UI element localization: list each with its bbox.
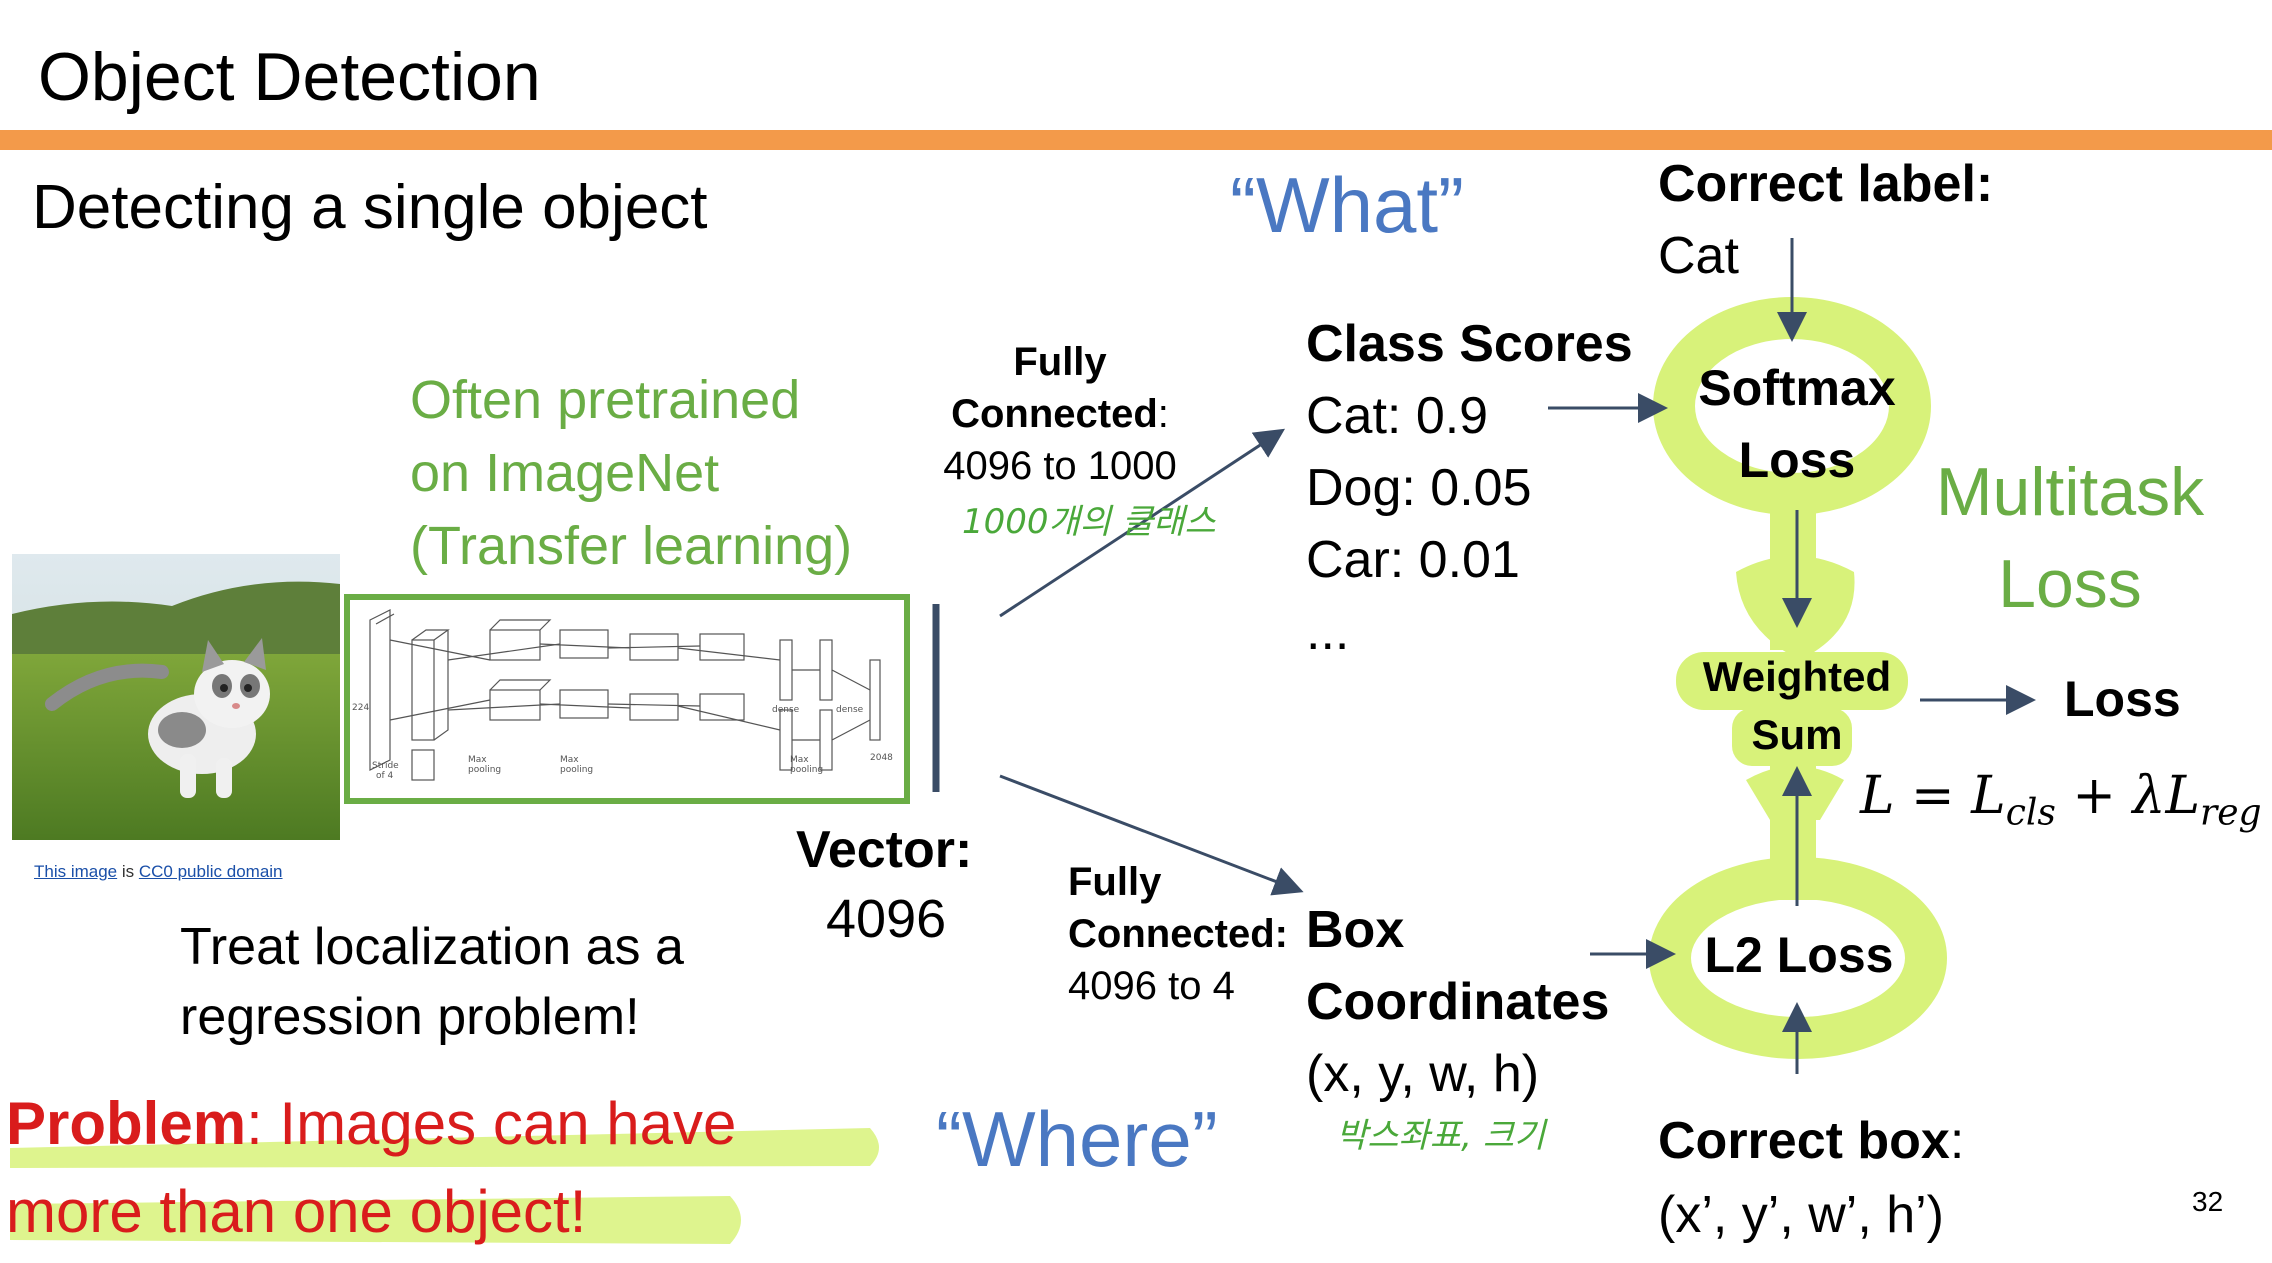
pretrained-line-3: (Transfer learning) [410, 516, 853, 576]
weighted-sum-highlight-2 [1732, 708, 1852, 766]
fc-top-line-1: Fully [1013, 340, 1107, 384]
weighted-sum: Weighted Sum [1692, 648, 1902, 764]
softmax-line-1: Softmax [1698, 360, 1896, 416]
svg-text:pooling: pooling [468, 765, 501, 775]
class-scores: Class Scores Cat: 0.9 Dog: 0.05 Car: 0.0… [1306, 308, 1633, 668]
fc-bottom-label: Fully Connected: 4096 to 4 [1068, 856, 1288, 1012]
pretrained-line-2: on ImageNet [410, 443, 720, 503]
license-link[interactable]: CC0 public domain [138, 862, 283, 881]
fc-top-line-3: 4096 to 1000 [943, 444, 1177, 488]
fc-bottom-line-2: Connected: [1068, 912, 1288, 956]
localization-note: Treat localization as a regression probl… [180, 912, 684, 1052]
box-coords-line-1: Box [1306, 901, 1405, 959]
svg-text:pooling: pooling [560, 765, 593, 775]
svg-text:Max: Max [560, 755, 579, 765]
svg-text:pooling: pooling [790, 765, 823, 775]
what-label: “What” [1230, 161, 1464, 249]
correct-box-title: Correct box [1658, 1112, 1950, 1170]
svg-text:Max: Max [790, 755, 809, 765]
problem-highlight-1 [10, 1128, 879, 1168]
class-score-cat: Cat: 0.9 [1306, 387, 1489, 445]
problem-statement: Problem: Images can have more than one o… [6, 1080, 736, 1256]
multitask-line-1: Multitask [1935, 454, 2205, 530]
fc-top-handwritten-note: 1000개의 클래스 [962, 502, 1216, 542]
fc-bottom-arrow [999, 774, 1304, 896]
fc-top-label: Fully Connected: 4096 to 1000 [930, 336, 1190, 492]
multitask-line-2: Loss [1998, 546, 2142, 622]
class-score-ellipsis: ... [1306, 603, 1350, 661]
page-number: 32 [2192, 1186, 2224, 1217]
class-score-dog: Dog: 0.05 [1306, 459, 1532, 517]
box-coordinates: Box Coordinates (x, y, w, h) [1306, 894, 1609, 1110]
fc-bottom-line-1: Fully [1068, 860, 1162, 904]
box-coords-line-3: (x, y, w, h) [1306, 1045, 1540, 1103]
weighted-sum-line-1: Weighted [1702, 653, 1892, 700]
fc-top-line-2: Connected [951, 392, 1158, 436]
fc-top-colon: : [1157, 392, 1169, 436]
problem-line-2: more than one object! [6, 1178, 587, 1245]
weighted-sum-highlight [1676, 652, 1908, 710]
where-label: “Where” [936, 1095, 1218, 1183]
svg-text:dense: dense [772, 705, 800, 715]
correct-box: Correct box: (x’, y’, w’, h’) [1658, 1104, 1964, 1252]
problem-bold: Problem [6, 1090, 247, 1157]
correct-label-title: Correct label: [1658, 155, 1994, 213]
slide-title: Object Detection [38, 39, 541, 115]
softmax-line-2: Loss [1738, 432, 1856, 488]
weighted-sum-line-2: Sum [1751, 711, 1843, 758]
kitten-image [12, 554, 340, 840]
box-coords-line-2: Coordinates [1306, 973, 1610, 1031]
localization-line-2: regression problem! [180, 988, 640, 1046]
svg-text:Stride: Stride [372, 761, 399, 771]
svg-text:dense: dense [836, 705, 864, 715]
title-divider [0, 130, 2272, 150]
image-credit: This image is CC0 public domain [34, 862, 283, 882]
loss-output: Loss [2064, 671, 2181, 727]
slide-subtitle: Detecting a single object [32, 173, 708, 242]
multitask-loss-label: Multitask Loss [1920, 446, 2220, 630]
correct-box-colon: : [1949, 1112, 1965, 1170]
svg-text:Max: Max [468, 755, 487, 765]
l2-loss: L2 Loss [1704, 927, 1894, 983]
fc-bottom-line-3: 4096 to 4 [1068, 964, 1235, 1008]
loss-formula: L = Lcls + λLreg [1860, 766, 2262, 834]
localization-line-1: Treat localization as a [180, 918, 684, 976]
image-link[interactable]: This image [34, 862, 118, 881]
correct-label-value: Cat [1658, 227, 1739, 285]
softmax-loss: Softmax Loss [1692, 352, 1902, 496]
problem-highlight-2 [10, 1196, 741, 1244]
problem-rest: : Images can have [246, 1090, 737, 1157]
vector-value: 4096 [826, 889, 947, 949]
up-arrow-highlight [1746, 766, 1844, 820]
class-scores-title: Class Scores [1306, 315, 1633, 373]
pretrained-note: Often pretrained on ImageNet (Transfer l… [410, 364, 852, 583]
svg-text:224: 224 [352, 703, 369, 713]
svg-text:of 4: of 4 [376, 771, 394, 781]
fc-top-arrow [999, 428, 1286, 618]
svg-text:2048: 2048 [870, 753, 893, 763]
credit-mid-text: is [117, 862, 139, 881]
vector-label: Vector: [796, 821, 973, 879]
down-arrow-highlight [1736, 556, 1855, 660]
box-coords-handwritten-note: 박스좌표, 크기 [1336, 1116, 1546, 1156]
class-score-car: Car: 0.01 [1306, 531, 1520, 589]
correct-box-value: (x’, y’, w’, h’) [1658, 1186, 1944, 1244]
pretrained-line-1: Often pretrained [410, 370, 801, 430]
cnn-architecture-diagram: 224 Stride of 4 Max pooling Max pooling … [344, 594, 910, 804]
